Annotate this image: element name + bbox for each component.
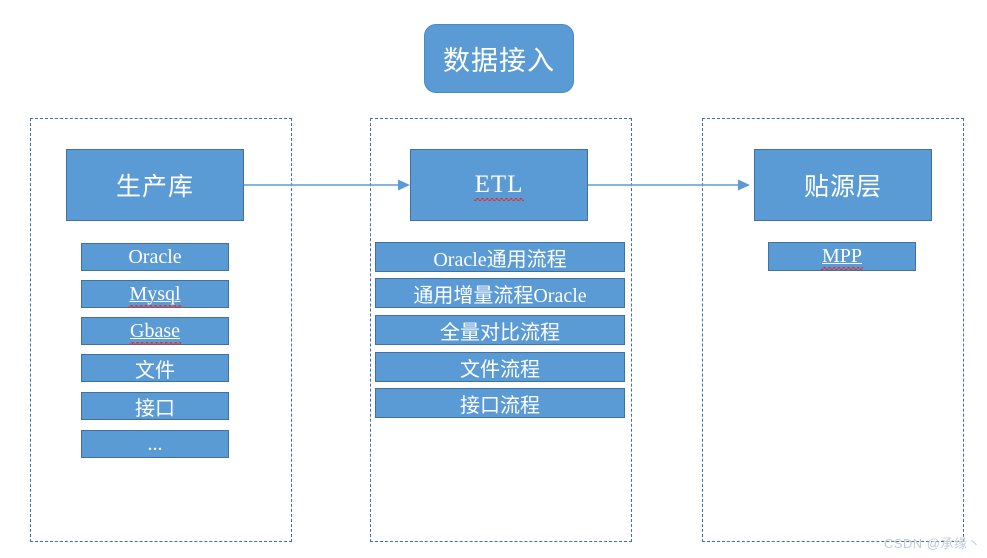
- list-item[interactable]: ...: [81, 430, 229, 458]
- node-target-layer[interactable]: 贴源层: [754, 149, 932, 221]
- node-etl-label: ETL: [473, 171, 525, 201]
- list-item-label: 全量对比流程: [440, 321, 560, 344]
- list-item-label: 通用增量流程Oracle: [413, 284, 587, 307]
- list-item[interactable]: Oracle通用流程: [375, 242, 625, 272]
- node-target-layer-label: 贴源层: [803, 174, 882, 201]
- diagram-title-box: 数据接入: [424, 24, 574, 93]
- group-container-target: [702, 118, 964, 542]
- list-item-label: 接口: [135, 397, 175, 420]
- list-item-label: 文件: [135, 359, 175, 382]
- list-item-label: Gbase: [129, 319, 181, 345]
- list-item-label: 文件流程: [460, 358, 540, 381]
- list-item[interactable]: 接口: [81, 392, 229, 420]
- list-item[interactable]: Mysql: [81, 280, 229, 308]
- list-item-label: Mysql: [128, 282, 182, 308]
- group-container-etl: [370, 118, 632, 542]
- list-item[interactable]: 文件: [81, 354, 229, 382]
- list-item-label: MPP: [820, 245, 864, 270]
- list-item-label: Oracle: [128, 245, 182, 268]
- node-source-database-label: 生产库: [115, 174, 194, 201]
- watermark-label: CSDN @承缘丶: [883, 536, 981, 551]
- list-item[interactable]: 通用增量流程Oracle: [375, 278, 625, 308]
- list-item[interactable]: 文件流程: [375, 352, 625, 382]
- group-container-source: [30, 118, 292, 542]
- arrow-etl-to-target: [588, 179, 750, 191]
- list-item[interactable]: 接口流程: [375, 388, 625, 418]
- list-item[interactable]: Gbase: [81, 317, 229, 345]
- node-source-database[interactable]: 生产库: [66, 149, 244, 221]
- list-item[interactable]: 全量对比流程: [375, 315, 625, 345]
- arrow-source-to-etl: [244, 179, 410, 191]
- list-item[interactable]: Oracle: [81, 243, 229, 271]
- diagram-title-label: 数据接入: [443, 46, 555, 76]
- node-etl[interactable]: ETL: [410, 149, 588, 221]
- list-item-label: 接口流程: [460, 394, 540, 417]
- list-item-label: Oracle通用流程: [433, 248, 567, 271]
- list-item-label: ...: [147, 432, 163, 455]
- list-item[interactable]: MPP: [768, 242, 916, 271]
